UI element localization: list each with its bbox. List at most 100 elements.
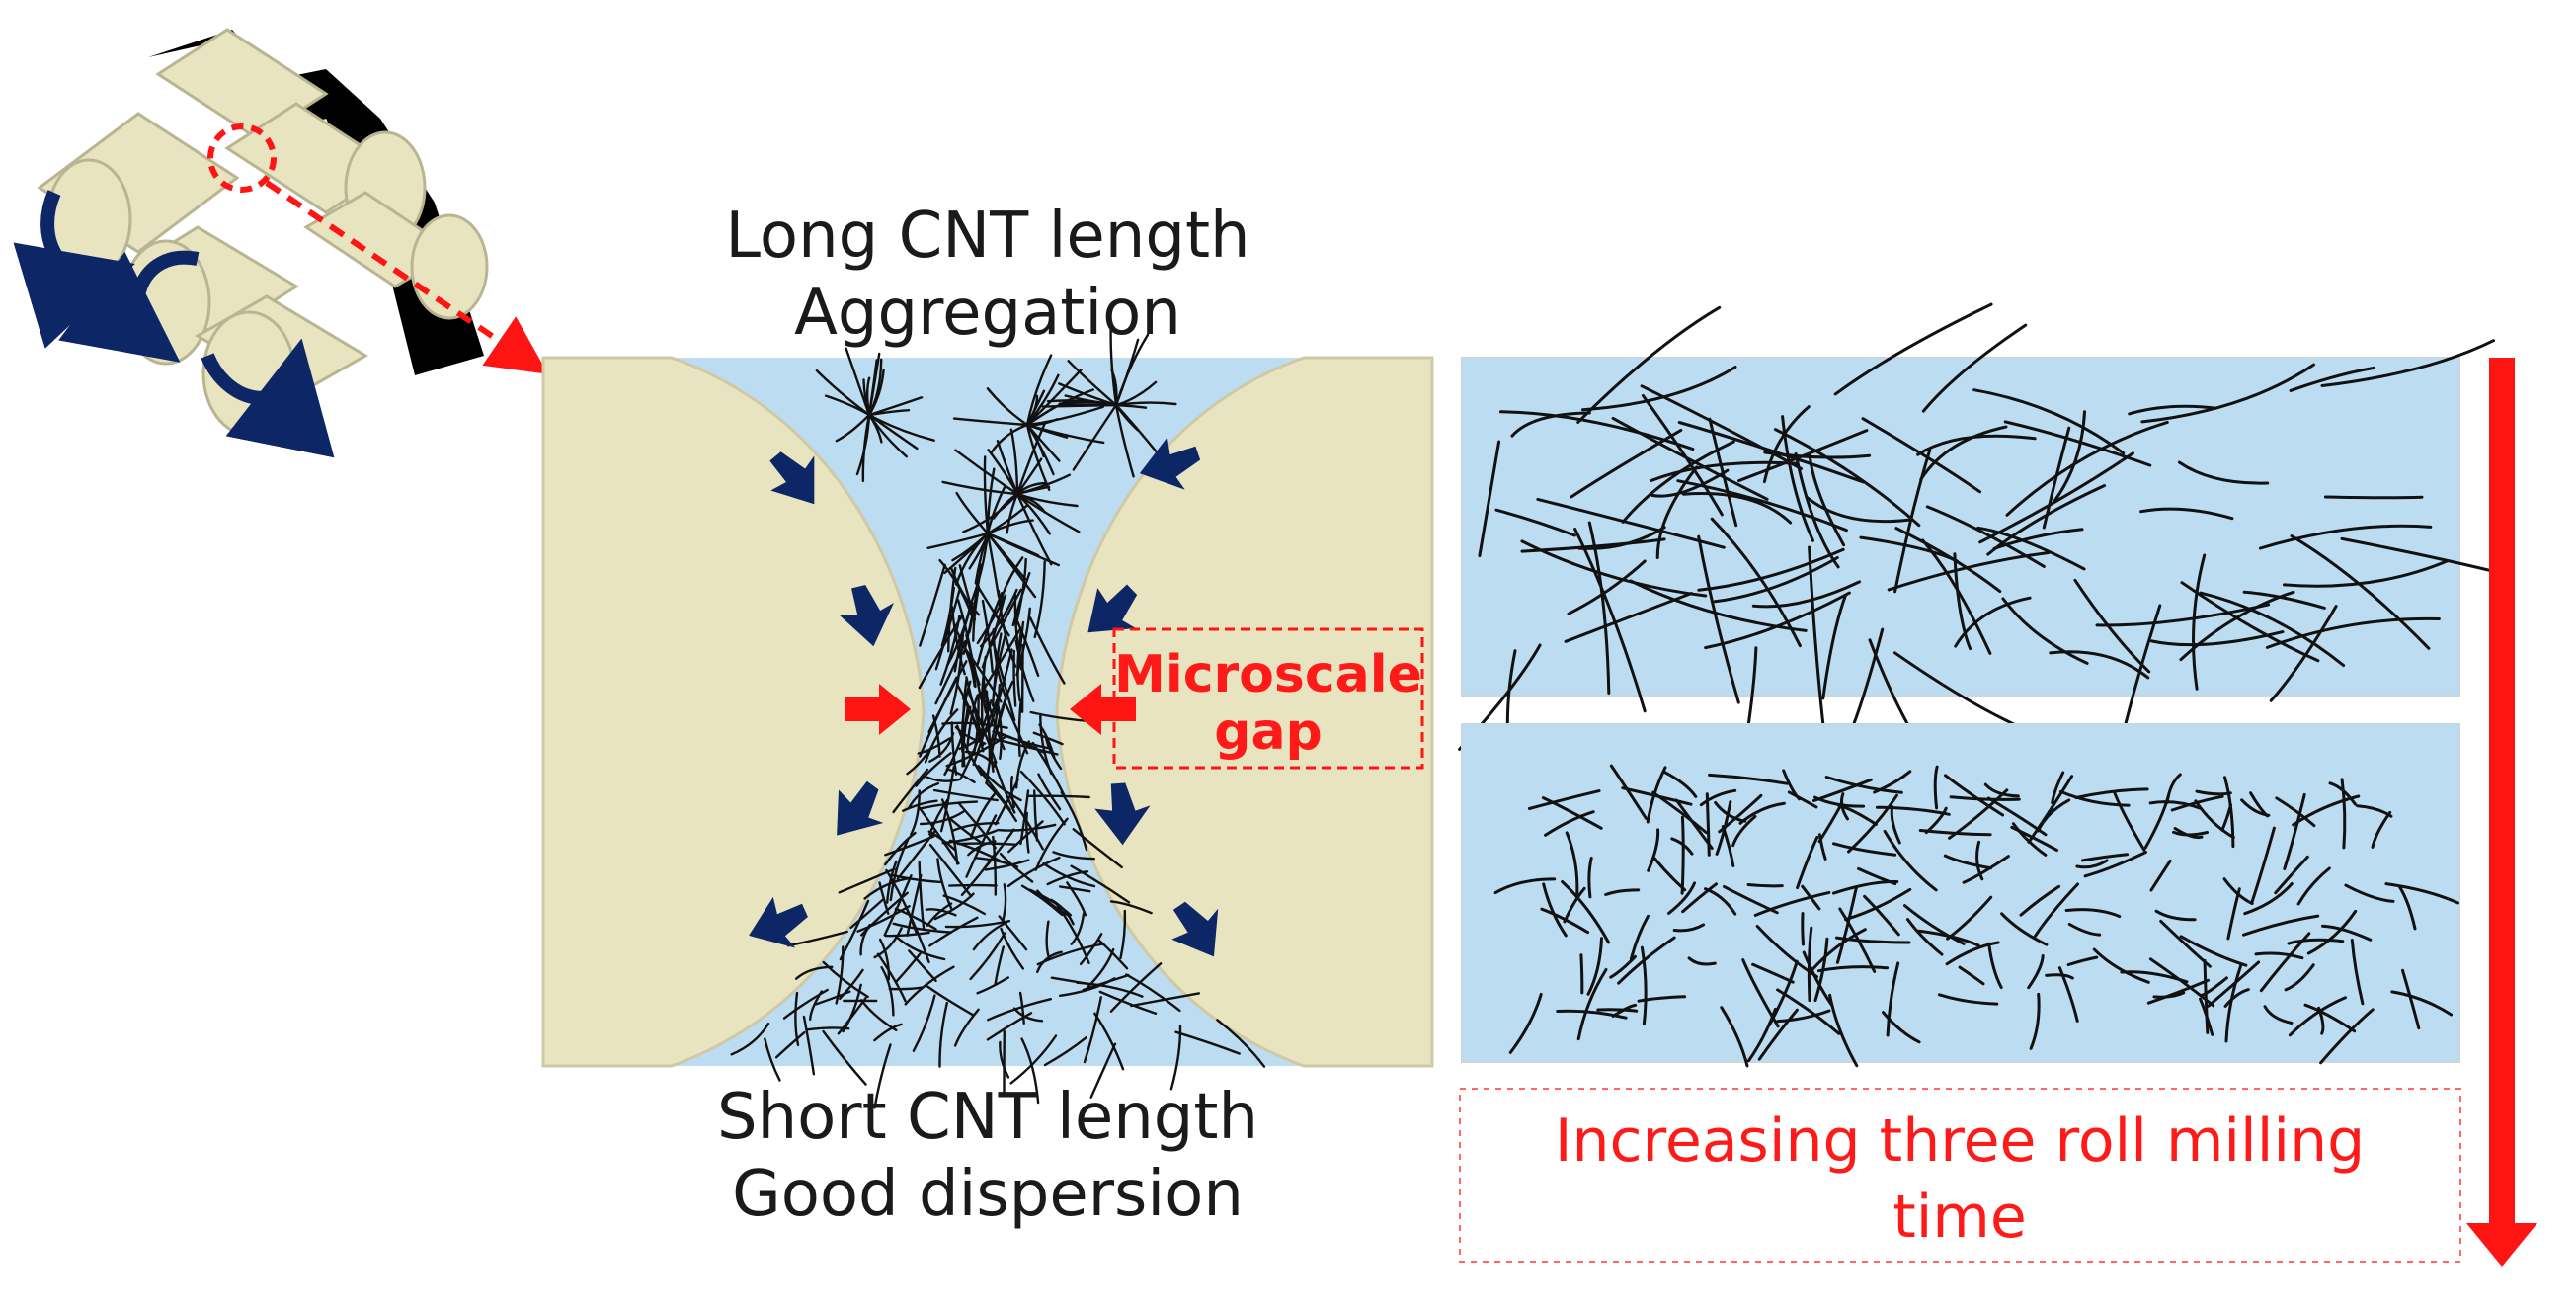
cnt-fibre (938, 1001, 948, 1068)
cnt-fibre (1833, 302, 1993, 396)
cnt-fibre (2242, 914, 2320, 937)
cnt-fibre (918, 861, 926, 931)
cnt-fibre (1708, 773, 1789, 785)
three-roll-mill-icon (13, 28, 548, 458)
cnt-fibre (1508, 992, 1543, 1054)
cnt-fibre (1921, 323, 2028, 413)
cnt-fibre (2283, 559, 2450, 588)
cnt-fibre (928, 843, 973, 898)
cnt-fibre (979, 628, 1021, 696)
cnt-fibre (1916, 434, 2037, 456)
cnt-fibre (1811, 778, 1873, 802)
cnt-fibre (1722, 884, 1779, 915)
cnt-fibre (926, 984, 974, 1016)
cnt-fibre (2128, 404, 2217, 416)
cnt-fibre (2292, 794, 2361, 827)
cnt-fibre (2149, 630, 2285, 647)
cnt-fibre (2148, 800, 2203, 810)
cnt-fibre (1174, 1030, 1241, 1055)
cnt-fibre (955, 491, 990, 535)
cnt-fibre (1751, 580, 1862, 609)
cnt-fibre (886, 860, 898, 904)
cnt-fibre (950, 821, 1000, 833)
cnt-fibre (1906, 918, 1944, 956)
cnt-fibre (2010, 825, 2058, 852)
cnt-fibre (1697, 547, 1845, 592)
cnt-fibre (1025, 423, 1051, 491)
cnt-fibre (1009, 1034, 1058, 1085)
cnt-fibre (918, 614, 964, 690)
cnt-fibre (1953, 552, 1972, 651)
roll-gap-panel: Microscale gap (541, 326, 1434, 1109)
cnt-fibre (1086, 947, 1115, 989)
cnt-fibre (1954, 596, 2032, 648)
cnt-fibre (787, 930, 848, 947)
cnt-fibre (1032, 731, 1064, 746)
cnt-fibre (774, 1031, 806, 1059)
cnt-fibre (1520, 539, 1708, 598)
cnt-fibre (945, 768, 976, 783)
cnt-fibre (912, 994, 936, 1052)
cnt-fibre (2321, 924, 2373, 942)
cnt-fibre (845, 347, 871, 417)
cnt-fibre (1976, 526, 2086, 571)
cnt-fibre (1704, 591, 1851, 650)
cnt-fibre (802, 1015, 816, 1076)
cnt-fibre (1114, 403, 1135, 478)
cnt-fibre (948, 883, 998, 887)
cnt-fibre (1015, 740, 1030, 789)
cnt-fibre (1050, 976, 1089, 985)
cnt-fibre (1540, 907, 1590, 935)
cnt-fibre (1704, 887, 1737, 916)
cnt-fibre (878, 881, 890, 915)
cnt-fibre (1847, 793, 1898, 854)
rotation-arrow-icon (201, 338, 335, 458)
cnt-fibre (1794, 451, 1840, 569)
cnt-fibre (1629, 914, 1650, 961)
cnt-fibre (2027, 954, 2045, 990)
cnt-fibre (1542, 882, 1568, 938)
cnt-fibre (2139, 507, 2234, 521)
cnt-fibre (1114, 338, 1140, 407)
cnt-fibre (958, 564, 977, 621)
cnt-fibre (1018, 991, 1025, 1025)
cnt-fibre (927, 660, 968, 733)
compression-arrow-icon (845, 684, 1136, 735)
cnt-fibre (1058, 885, 1091, 893)
cnt-fibre (1687, 956, 1717, 966)
cnt-fibre (997, 589, 1017, 668)
cnt-fibre (2340, 778, 2347, 850)
microscale-gap-label-line2: gap (1214, 702, 1323, 762)
cnt-fibre (1886, 961, 1900, 1037)
cnt-fibre (1033, 560, 1046, 639)
cnt-fibre (1576, 526, 1666, 550)
cnt-fibre (915, 752, 952, 787)
cnt-fibre (1093, 1012, 1125, 1071)
cnt-fibre (1834, 936, 1911, 944)
cnt-fibre (1609, 764, 1648, 820)
cnt-fibre (965, 633, 983, 700)
cnt-fibre (984, 859, 1030, 871)
cnt-fibre (1857, 866, 1897, 886)
cnt-fibre (2120, 970, 2189, 984)
cnt-fibre (968, 563, 983, 633)
cnt-fibre (1925, 505, 2046, 568)
cnt-fibre (986, 467, 996, 535)
flow-arrow-icon (749, 437, 1219, 957)
microscale-gap-label-line1: Microscale (1114, 645, 1422, 704)
cnt-fibre (1887, 551, 2051, 592)
cnt-fibre (1746, 1007, 1777, 1063)
cnt-fibre (2194, 799, 2235, 840)
cnt-fibre (1025, 423, 1069, 439)
cnt-fibre (1802, 950, 1833, 1007)
cnt-fibre (1042, 861, 1096, 888)
cnt-fibre (1672, 923, 1706, 933)
cnt-fibre (1019, 789, 1030, 846)
cnt-fibre (1962, 855, 2010, 884)
top-label-line2: Aggregation (794, 277, 1181, 350)
cnt-fibre (1494, 508, 1576, 537)
cnt-fibre (979, 588, 1018, 648)
cnt-fibre (815, 369, 871, 417)
cnt-fibre (994, 945, 1005, 986)
cnt-fibre (2179, 935, 2248, 967)
